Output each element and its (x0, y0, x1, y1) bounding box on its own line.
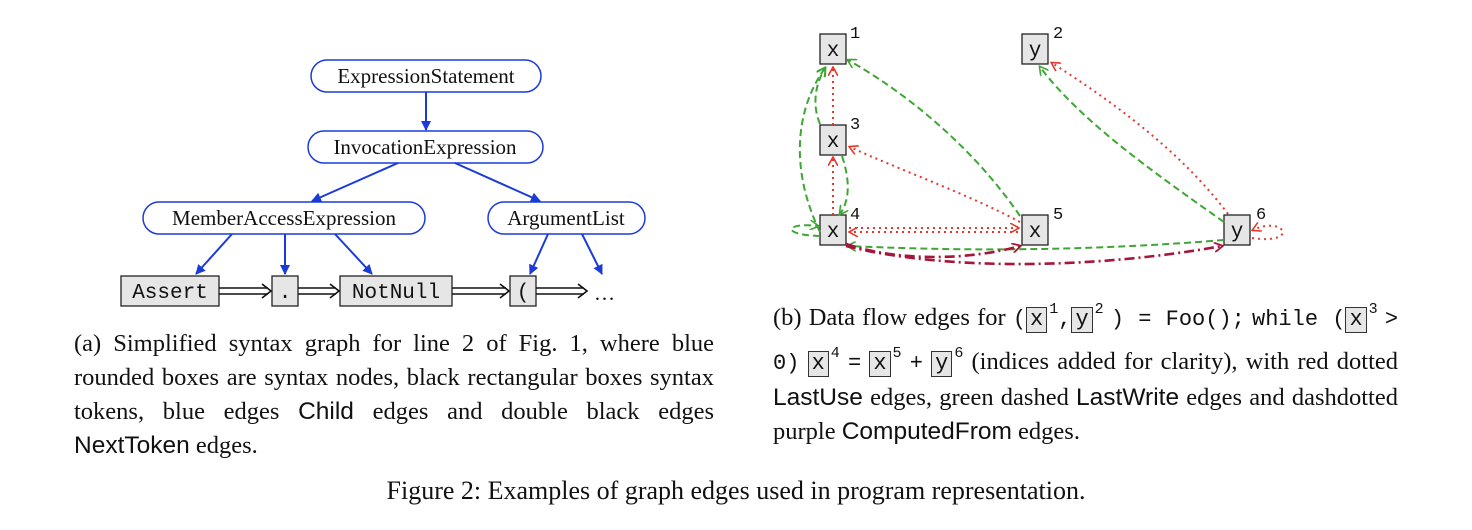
var-node-x5: x 5 (1021, 206, 1063, 246)
caption-b-end: edges. (1018, 418, 1080, 445)
caption-a: (a) Simplified syntax graph for line 2 o… (74, 327, 714, 463)
svg-text:NotNull: NotNull (352, 282, 440, 305)
var-node-x1: x 1 (819, 25, 860, 65)
svg-text:y: y (1231, 221, 1244, 244)
inline-var-x3: x (1345, 307, 1367, 333)
inline-index-3: 3 (1368, 301, 1378, 318)
inline-index-5: 5 (892, 345, 902, 362)
var-node-x3: x 3 (819, 116, 860, 156)
caption-b-computedfrom-term: ComputedFrom (841, 418, 1012, 445)
token-notnull: NotNull (339, 275, 453, 307)
inline-var-x5: x (869, 351, 891, 377)
svg-text:x: x (827, 40, 840, 63)
var-node-y6: y 6 (1223, 206, 1266, 246)
svg-text:x: x (827, 221, 840, 244)
caption-b-middle: (indices added for clarity), with red do… (971, 348, 1399, 375)
syntax-node-argumentlist: ArgumentList (487, 201, 646, 235)
inline-var-y6: y (931, 351, 953, 377)
child-edges (195, 92, 603, 275)
caption-b-edges-green: edges, green dashed (870, 384, 1069, 411)
caption-a-text: (a) Simplified syntax graph for line 2 o… (74, 330, 714, 425)
code-gt-zero: > 0) (773, 307, 1399, 376)
code-while: while ( (1252, 307, 1346, 332)
token-dot: . (271, 275, 299, 307)
var-node-x4: x 4 (819, 206, 860, 246)
caption-b-prefix: (b) Data flow edges for (773, 304, 1006, 331)
svg-text:x: x (827, 131, 840, 154)
caption-b-lastuse-term: LastUse (773, 384, 863, 411)
code-plus: + (909, 351, 923, 376)
svg-text:InvocationExpression: InvocationExpression (333, 135, 517, 159)
inline-var-y2: y (1071, 307, 1093, 333)
svg-text:x: x (1029, 221, 1042, 244)
syntax-graph-diagram: ExpressionStatement InvocationExpression… (120, 59, 646, 307)
svg-text:MemberAccessExpression: MemberAccessExpression (172, 206, 396, 230)
inline-index-4: 4 (830, 345, 840, 362)
token-assert: Assert (120, 275, 220, 307)
code-equals: = (847, 351, 862, 376)
inline-var-x1: x (1026, 307, 1048, 333)
caption-a-mid: edges and double black edges (372, 398, 715, 425)
svg-text:y: y (1029, 40, 1042, 63)
svg-text:5: 5 (1053, 206, 1063, 225)
lastwrite-edges (790, 60, 1225, 249)
syntax-node-invocationexpression: InvocationExpression (307, 130, 544, 164)
svg-text:4: 4 (850, 206, 860, 225)
inline-index-6: 6 (954, 345, 964, 362)
code-comma: , (1058, 307, 1072, 332)
figure-caption: Figure 2: Examples of graph edges used i… (386, 476, 1086, 505)
lastuse-edges (833, 63, 1284, 241)
inline-index-1: 1 (1049, 301, 1059, 318)
token-ellipsis: … (594, 281, 615, 305)
code-assign: ) = Foo(); (1110, 307, 1245, 332)
svg-text:ExpressionStatement: ExpressionStatement (337, 64, 514, 88)
caption-a-child-term: Child (298, 398, 354, 425)
token-open-paren: ( (509, 275, 537, 307)
svg-text:2: 2 (1053, 25, 1063, 44)
caption-b-lastwrite-term: LastWrite (1076, 384, 1180, 411)
svg-text:6: 6 (1256, 206, 1266, 225)
inline-var-x4: x (807, 351, 829, 377)
svg-text:.: . (279, 282, 292, 305)
syntax-node-memberaccessexpression: MemberAccessExpression (142, 201, 426, 235)
inline-index-2: 2 (1094, 301, 1104, 318)
syntax-node-expressionstatement: ExpressionStatement (310, 59, 542, 93)
nexttoken-edges (219, 283, 589, 299)
svg-text:Assert: Assert (132, 282, 208, 305)
computedfrom-edges (845, 244, 1222, 266)
svg-text:1: 1 (850, 25, 860, 44)
svg-text:3: 3 (850, 116, 860, 135)
svg-text:ArgumentList: ArgumentList (507, 206, 625, 230)
svg-text:(: ( (517, 282, 530, 305)
caption-a-nexttoken-term: NextToken (74, 432, 190, 459)
var-node-y2: y 2 (1021, 25, 1063, 65)
caption-a-end: edges. (195, 432, 258, 459)
caption-b-edges-purple: edges and dashdotted purple (773, 384, 1398, 445)
code-open-paren: ( (1012, 307, 1027, 332)
